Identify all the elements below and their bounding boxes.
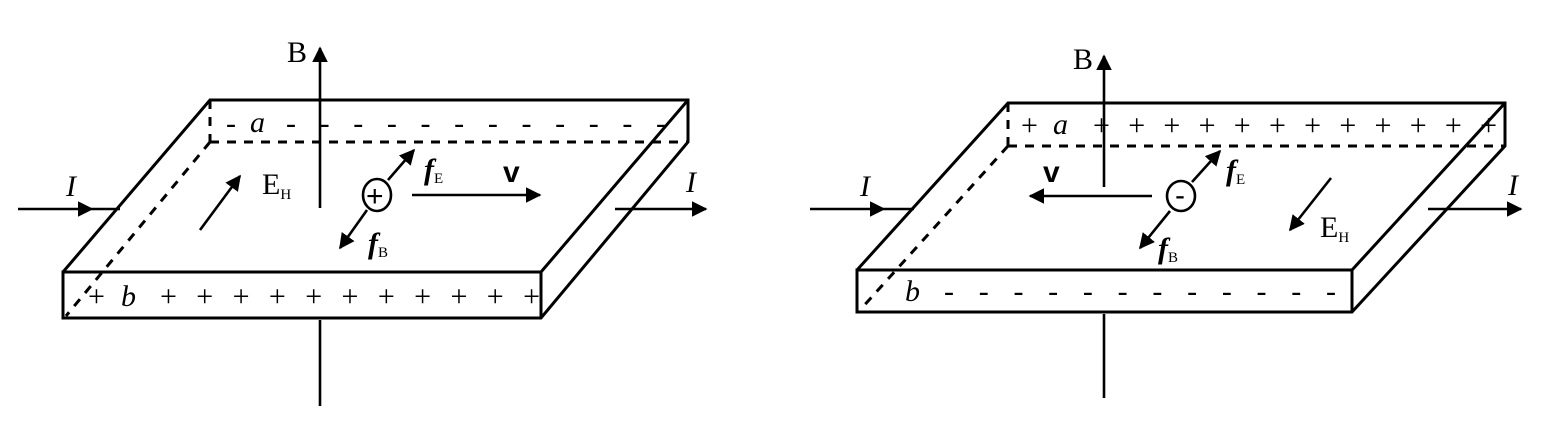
right-top-charges: + + + + + + + + + + + + <box>1093 109 1497 142</box>
right-fe-arrow <box>1191 149 1222 183</box>
right-negative-carrier <box>1165 179 1197 213</box>
left-velocity-label: v <box>503 156 520 189</box>
left-positive-carrier <box>361 177 393 213</box>
left-fe-label: fE <box>424 153 443 187</box>
left-e-field-arrow <box>198 174 242 231</box>
right-b-label: B <box>1073 43 1093 76</box>
left-fb-arrow <box>338 209 369 250</box>
left-carrier-sign: + <box>366 180 384 213</box>
right-fb-arrow <box>1138 210 1172 250</box>
right-e-field-arrow <box>1288 177 1333 232</box>
left-label-b: b <box>121 280 136 313</box>
left-current-out-label: I <box>685 166 698 199</box>
right-velocity-label: v <box>1043 156 1060 189</box>
right-slab <box>855 101 1507 314</box>
left-b-label: B <box>287 36 307 69</box>
right-bottom-charges: - - - - - - - - - - - - <box>944 275 1336 308</box>
right-e-label: EH <box>1320 211 1349 246</box>
right-top-charge-pre: + <box>1021 109 1038 142</box>
right-carrier-sign: - <box>1175 179 1185 212</box>
right-fb-label: fB <box>1158 232 1178 266</box>
right-label-a: a <box>1053 108 1068 141</box>
right-label-b: b <box>905 275 920 308</box>
left-fb-label: fB <box>368 227 388 261</box>
right-panel: B I I + a + + + + + + + + + + + + b - - … <box>810 43 1523 398</box>
left-panel: B I I - a - - - - - - - - - - - - + b + … <box>18 36 708 406</box>
right-fe-label: fE <box>1226 154 1245 188</box>
left-slab <box>61 98 690 320</box>
left-e-label: EH <box>262 168 291 203</box>
left-top-charge-pre: - <box>226 107 236 140</box>
right-current-out-label: I <box>1507 169 1520 202</box>
left-bottom-charge-pre: + <box>88 280 105 313</box>
left-current-in-label: I <box>65 170 78 203</box>
left-fe-arrow <box>387 148 416 181</box>
left-label-a: a <box>250 106 265 139</box>
right-current-in-label: I <box>859 170 872 203</box>
left-bottom-charges: + + + + + + + + + + + <box>160 280 540 313</box>
left-top-charges: - - - - - - - - - - - - <box>286 107 666 140</box>
